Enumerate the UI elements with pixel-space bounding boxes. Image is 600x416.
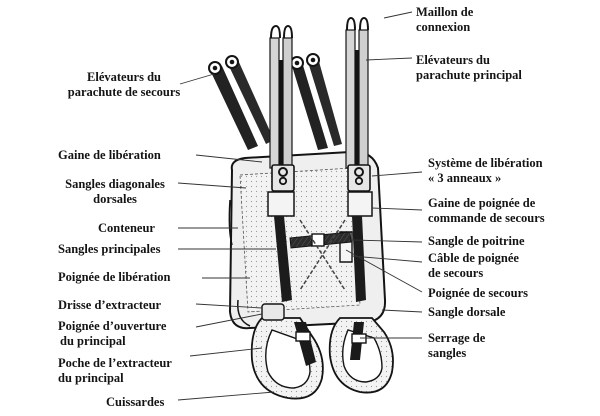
label-serrage-line2: sangles: [428, 346, 467, 360]
label-poignee-ouverture-line2: du principal: [60, 334, 126, 348]
label-gaine-poignee-line2: commande de secours: [428, 211, 545, 225]
label-poche-line1: Poche de l’extracteur: [58, 356, 172, 370]
label-elevateurs-principal: Elévateurs du parachute principal: [416, 53, 522, 83]
label-elevateurs-principal-line1: Elévateurs du: [416, 53, 490, 67]
reserve-risers: [208, 53, 342, 150]
label-systeme-liberation-line2: « 3 anneaux »: [428, 171, 502, 185]
label-elevateurs-secours-line2: parachute de secours: [67, 85, 181, 99]
label-serrage-line1: Serrage de: [428, 331, 486, 345]
diagonal-back-straps: [299, 219, 346, 291]
label-cable-poignee: Câble de poignée de secours: [428, 251, 519, 281]
label-poche-line2: du principal: [58, 371, 124, 385]
label-cable-poignee-line1: Câble de poignée: [428, 251, 519, 265]
leg-straps: [250, 303, 394, 400]
label-maillon-line1: Maillon de: [416, 5, 474, 19]
label-sangle-dorsale: Sangle dorsale: [428, 305, 506, 319]
label-maillon: Maillon de connexion: [416, 5, 473, 35]
label-maillon-line2: connexion: [416, 20, 471, 34]
label-elevateurs-secours: Elévateurs du parachute de secours: [66, 70, 182, 100]
label-cuissardes: Cuissardes: [106, 395, 165, 409]
label-gaine-liberation: Gaine de libération: [58, 148, 161, 162]
label-sangle-poitrine: Sangle de poitrine: [428, 234, 525, 248]
label-systeme-liberation: Système de libération « 3 anneaux »: [428, 156, 543, 186]
label-sangles-diagonales: Sangles diagonales dorsales: [56, 177, 174, 207]
label-systeme-liberation-line1: Système de libération: [428, 156, 543, 170]
label-gaine-poignee-line1: Gaine de poignée de: [428, 196, 536, 210]
label-sangles-diagonales-line2: dorsales: [93, 192, 137, 206]
label-poignee-ouverture-line1: Poignée d’ouverture: [58, 319, 167, 333]
label-cable-poignee-line2: de secours: [428, 266, 484, 280]
label-serrage: Serrage de sangles: [428, 331, 485, 361]
label-poignee-ouverture: Poignée d’ouverture du principal: [58, 319, 166, 349]
label-poignee-liberation: Poignée de libération: [58, 270, 171, 284]
leader-lines: [177, 11, 423, 401]
three-ring-release: [267, 164, 373, 217]
label-poche: Poche de l’extracteur du principal: [58, 356, 172, 386]
label-conteneur: Conteneur: [98, 221, 155, 235]
label-poignee-secours: Poignée de secours: [428, 286, 528, 300]
label-elevateurs-secours-line1: Elévateurs du: [87, 70, 161, 84]
label-gaine-poignee: Gaine de poignée de commande de secours: [428, 196, 545, 226]
label-sangles-diagonales-line1: Sangles diagonales: [65, 177, 165, 191]
label-elevateurs-principal-line2: parachute principal: [416, 68, 522, 82]
label-drisse: Drisse d’extracteur: [58, 298, 162, 312]
label-sangles-principales: Sangles principales: [58, 242, 161, 256]
